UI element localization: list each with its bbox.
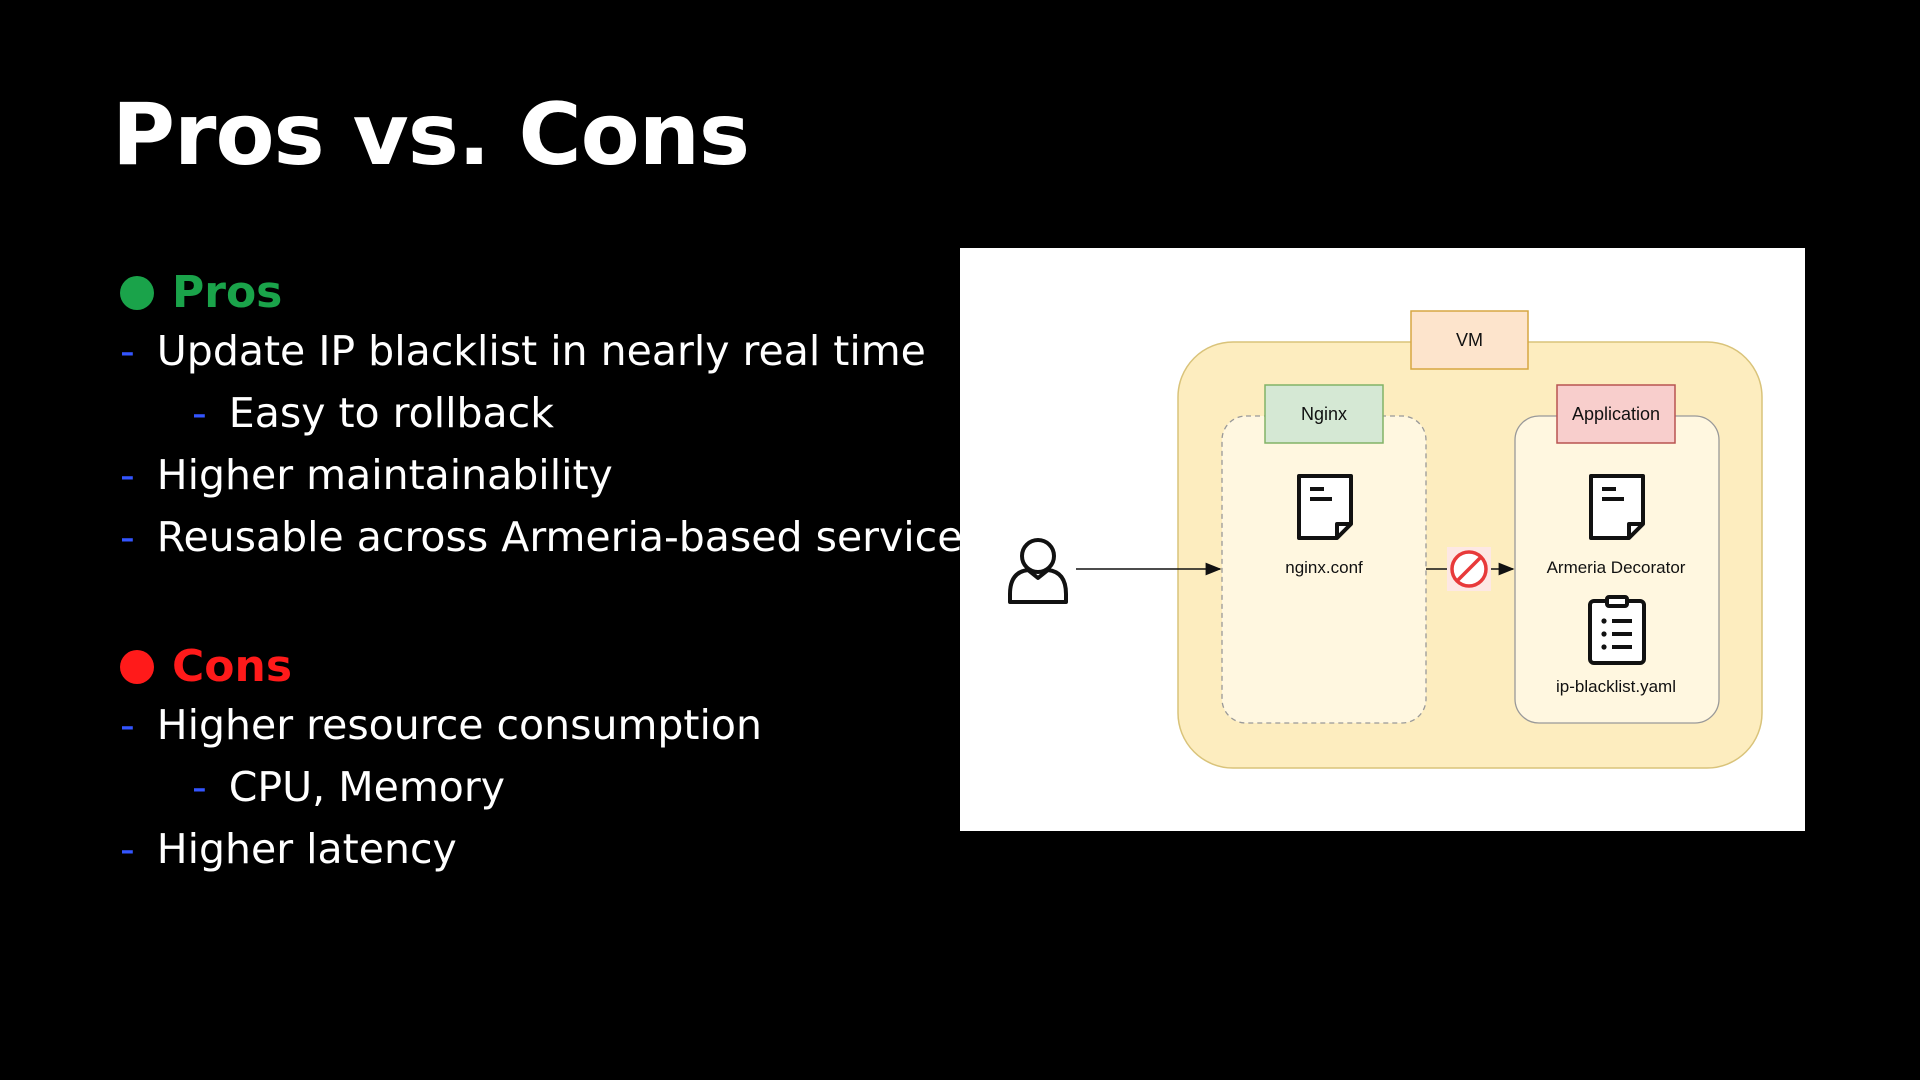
bullet-dash: - xyxy=(192,763,207,811)
cons-item: -Higher latency xyxy=(120,829,457,870)
application-label: Application xyxy=(1572,404,1660,424)
bullet-dash: - xyxy=(192,389,207,437)
pros-item-text: Update IP blacklist in nearly real time xyxy=(156,327,926,375)
user-icon xyxy=(1008,538,1068,604)
vm-label: VM xyxy=(1456,330,1483,350)
bullet-dash: - xyxy=(120,327,135,375)
bullet-dash: - xyxy=(120,825,135,873)
vm-label-box xyxy=(1410,310,1529,370)
bullet-dash: - xyxy=(120,701,135,749)
cons-item: -Higher resource consumption xyxy=(120,705,762,746)
pros-item: -Higher maintainability xyxy=(120,455,613,496)
cons-subitem: -CPU, Memory xyxy=(192,767,505,808)
pros-subitem: -Easy to rollback xyxy=(192,393,554,434)
cons-subitem-text: CPU, Memory xyxy=(228,763,505,811)
armeria-decorator-label: Armeria Decorator xyxy=(1547,558,1686,577)
cons-item-text: Higher latency xyxy=(156,825,457,873)
nginx-file-label: nginx.conf xyxy=(1285,558,1363,577)
bullet-dash: - xyxy=(120,451,135,499)
cons-item-text: Higher resource consumption xyxy=(156,701,762,749)
pros-heading-label: Pros xyxy=(172,267,283,318)
clipboard-list-icon xyxy=(1588,595,1646,665)
nginx-container xyxy=(1221,415,1427,724)
bullet-panel: Pros -Update IP blacklist in nearly real… xyxy=(120,267,960,870)
blocked-icon xyxy=(1447,547,1491,591)
architecture-diagram: VM Nginx nginx.conf Application Armeria … xyxy=(960,248,1805,831)
red-dot-icon xyxy=(120,649,154,684)
slide-title: Pros vs. Cons xyxy=(112,85,750,185)
document-icon xyxy=(1589,474,1645,540)
document-icon xyxy=(1297,474,1353,540)
nginx-label: Nginx xyxy=(1301,404,1347,424)
bullet-dash: - xyxy=(120,513,135,561)
cons-heading-label: Cons xyxy=(172,641,293,692)
application-label-box xyxy=(1556,384,1676,444)
pros-subitem-text: Easy to rollback xyxy=(228,389,554,437)
pros-item: -Update IP blacklist in nearly real time xyxy=(120,331,926,372)
cons-heading: Cons xyxy=(120,641,292,692)
pros-item: -Reusable across Armeria-based services xyxy=(120,517,960,558)
pros-item-text: Higher maintainability xyxy=(156,451,613,499)
pros-heading: Pros xyxy=(120,267,282,318)
nginx-label-box xyxy=(1264,384,1384,444)
ip-blacklist-label: ip-blacklist.yaml xyxy=(1556,677,1676,696)
green-dot-icon xyxy=(120,275,154,310)
pros-item-text: Reusable across Armeria-based services xyxy=(156,513,960,561)
